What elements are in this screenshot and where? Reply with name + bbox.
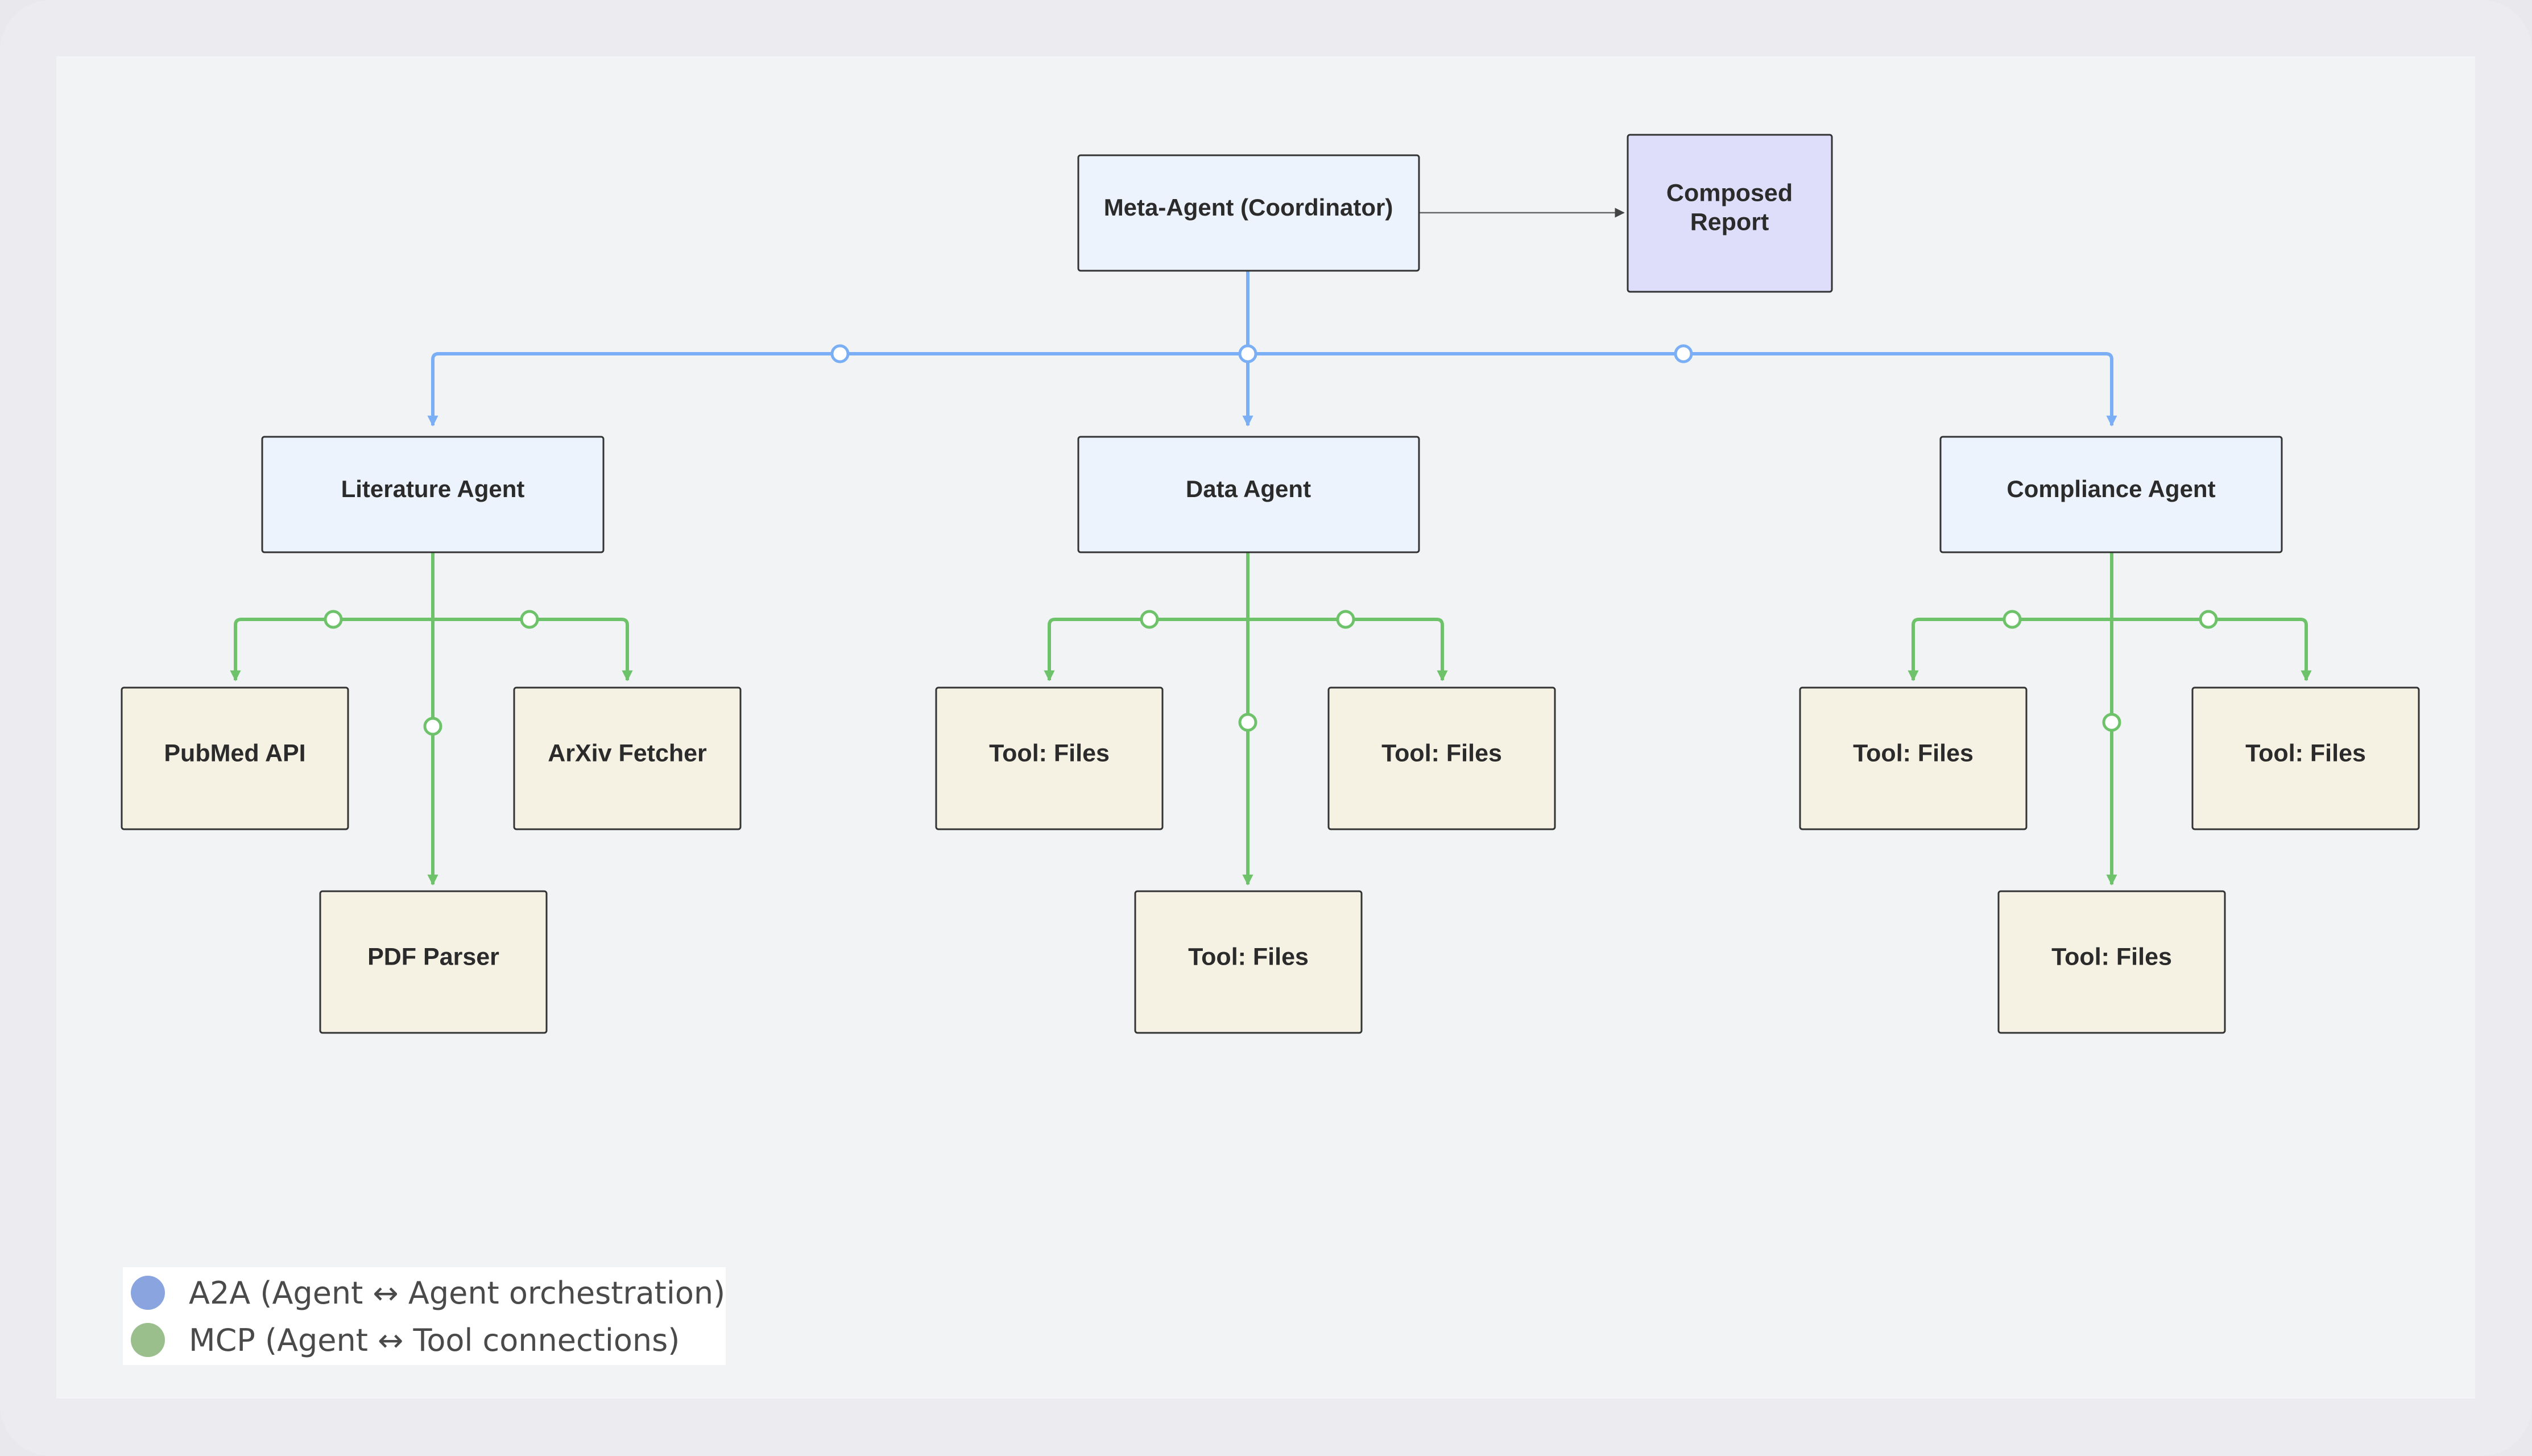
- node-data-tool-bottom[interactable]: Tool: Files: [1134, 890, 1363, 1034]
- node-comp-tool-bottom[interactable]: Tool: Files: [1997, 890, 2226, 1034]
- diagram-canvas: [56, 56, 2475, 1399]
- mcp-lit-left: [230, 618, 433, 681]
- node-label: Tool: Files: [1188, 943, 1309, 970]
- junction-dot: [830, 344, 850, 363]
- legend: A2A (Agent ↔ Agent orchestration) MCP (A…: [123, 1267, 726, 1365]
- node-label: Compliance Agent: [2006, 475, 2215, 502]
- node-label: ArXiv Fetcher: [548, 739, 707, 767]
- a2a-to-compliance: [1248, 352, 2117, 427]
- node-comp-tool-left[interactable]: Tool: Files: [1799, 686, 2028, 830]
- node-data-tool-right[interactable]: Tool: Files: [1327, 686, 1556, 830]
- node-label: Tool: Files: [2245, 739, 2366, 767]
- node-meta-agent[interactable]: Meta-Agent (Coordinator): [1077, 154, 1420, 272]
- node-label: PDF Parser: [367, 943, 499, 970]
- node-arxiv-fetcher[interactable]: ArXiv Fetcher: [513, 686, 742, 830]
- junction-dot: [1238, 713, 1257, 732]
- legend-item-a2a: A2A (Agent ↔ Agent orchestration): [123, 1270, 725, 1316]
- legend-item-mcp: MCP (Agent ↔ Tool connections): [123, 1317, 680, 1363]
- a2a-connectors: [427, 271, 2117, 427]
- node-label: Literature Agent: [341, 475, 525, 502]
- node-label: Tool: Files: [989, 739, 1110, 767]
- junction-dot: [423, 717, 442, 736]
- junction-dot: [2003, 610, 2022, 629]
- node-label: Tool: Files: [2051, 943, 2172, 970]
- mcp-lit-right: [433, 618, 633, 681]
- node-label-line1: Composed: [1666, 179, 1793, 206]
- node-composed-report[interactable]: Composed Report: [1627, 134, 1833, 293]
- node-data-tool-left[interactable]: Tool: Files: [935, 686, 1164, 830]
- legend-label: MCP (Agent ↔ Tool connections): [189, 1322, 680, 1358]
- mcp-junctions: [324, 610, 2218, 736]
- node-literature-agent[interactable]: Literature Agent: [261, 436, 605, 553]
- node-label: Meta-Agent (Coordinator): [1104, 194, 1393, 221]
- node-data-agent[interactable]: Data Agent: [1077, 436, 1420, 553]
- junction-dot: [1238, 344, 1257, 363]
- node-label: Tool: Files: [1853, 739, 1974, 767]
- mcp-comp-right: [2112, 618, 2312, 681]
- mcp-legend-dot-icon: [131, 1323, 165, 1357]
- mcp-data-right: [1248, 618, 1448, 681]
- node-label-line2: Report: [1690, 208, 1769, 235]
- junction-dot: [2199, 610, 2218, 629]
- node-pdf-parser[interactable]: PDF Parser: [319, 890, 548, 1034]
- node-comp-tool-right[interactable]: Tool: Files: [2191, 686, 2420, 830]
- node-label: Tool: Files: [1381, 739, 1502, 767]
- junction-dot: [1336, 610, 1355, 629]
- legend-label: A2A (Agent ↔ Agent orchestration): [189, 1275, 726, 1311]
- junction-dot: [520, 610, 539, 629]
- node-label: PubMed API: [164, 739, 305, 767]
- node-label: Data Agent: [1186, 475, 1311, 502]
- node-compliance-agent[interactable]: Compliance Agent: [1939, 436, 2283, 553]
- junction-dot: [2102, 713, 2121, 732]
- a2a-legend-dot-icon: [131, 1276, 165, 1310]
- mcp-comp-left: [1908, 618, 2112, 681]
- node-pubmed-api[interactable]: PubMed API: [121, 686, 349, 830]
- a2a-junctions: [830, 344, 1693, 363]
- junction-dot: [1674, 344, 1693, 363]
- junction-dot: [324, 610, 343, 629]
- a2a-bus: [427, 352, 1248, 427]
- junction-dot: [1140, 610, 1159, 629]
- mcp-data-left: [1044, 618, 1248, 681]
